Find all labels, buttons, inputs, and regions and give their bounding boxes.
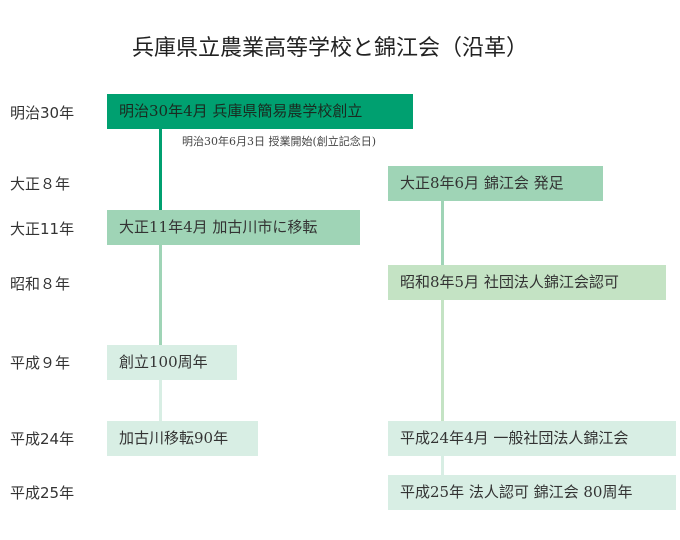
- event-box: 大正8年6月 錦江会 発足: [388, 166, 603, 201]
- era-label: 明治30年: [10, 104, 75, 122]
- event-box: 平成24年4月 一般社団法人錦江会: [388, 421, 676, 456]
- timeline-connector: [159, 129, 162, 210]
- timeline-connector: [441, 200, 444, 265]
- timeline-connector: [441, 300, 444, 421]
- event-box: 明治30年4月 兵庫県簡易農学校創立: [107, 94, 413, 129]
- timeline-connector: [159, 380, 162, 421]
- event-box: 創立100周年: [107, 345, 237, 380]
- event-box: 平成25年 法人認可 錦江会 80周年: [388, 475, 676, 510]
- timeline-connector: [159, 245, 162, 345]
- event-box: 大正11年4月 加古川市に移転: [107, 210, 360, 245]
- era-label: 平成25年: [10, 484, 75, 502]
- event-box: 加古川移転90年: [107, 421, 258, 456]
- event-box: 昭和8年5月 社団法人錦江会認可: [388, 265, 666, 300]
- page-title: 兵庫県立農業高等学校と錦江会（沿革）: [131, 36, 528, 61]
- era-label: 大正８年: [10, 175, 71, 193]
- era-label: 昭和８年: [10, 275, 71, 293]
- era-label: 平成９年: [10, 354, 71, 372]
- timeline-connector: [441, 456, 444, 475]
- era-label: 大正11年: [10, 220, 75, 238]
- era-label: 平成24年: [10, 430, 75, 448]
- event-note: 明治30年6月3日 授業開始(創立記念日): [182, 135, 377, 148]
